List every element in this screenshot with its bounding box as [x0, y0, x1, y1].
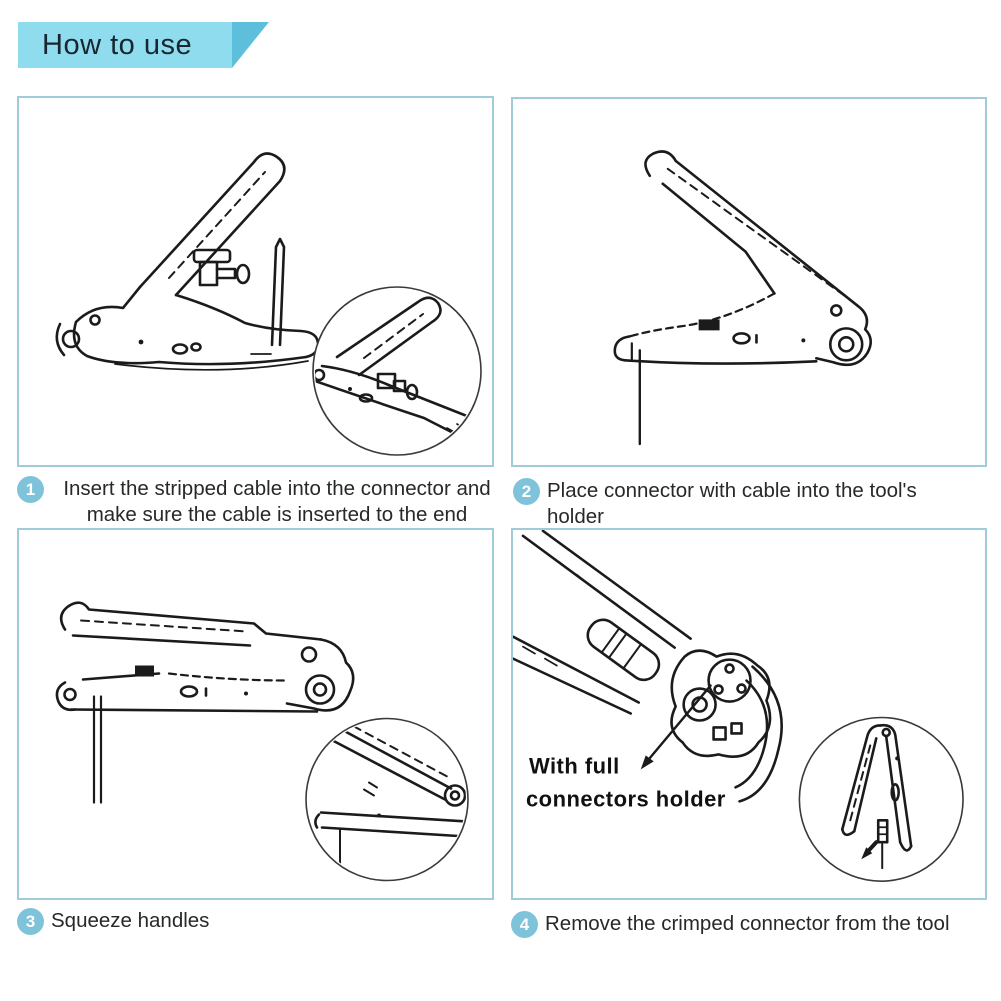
step-4: 4 Remove the crimped connector from the … [511, 911, 990, 938]
connector-in-channel [586, 618, 661, 682]
magnifier-inset-circle [312, 286, 482, 456]
step-1-text: Insert the stripped cable into the conne… [63, 477, 491, 526]
panel-step3-illustration [17, 528, 494, 900]
magnifier-inset-circle [305, 717, 469, 882]
step-4-text: Remove the crimped connector from the to… [545, 912, 950, 935]
step-3: 3 Squeeze handles [17, 908, 471, 935]
section-banner: How to use [18, 22, 232, 68]
step-1-number-badge: 1 [17, 476, 44, 503]
crimp-tool-open-drawing [55, 152, 482, 456]
crimp-tool-with-cable-drawing [613, 150, 872, 446]
pin-post [270, 237, 286, 347]
step-3-text: Squeeze handles [51, 909, 210, 932]
banner-fold-decoration [232, 22, 269, 68]
connectors-holder-label-line2: connectors holder [526, 786, 726, 811]
magnifier-inset-content [841, 723, 913, 870]
connector-plunger [192, 248, 251, 287]
step-3-number-badge: 3 [17, 908, 44, 935]
tool-head-closeup-drawing: With full connectors holder [513, 530, 964, 882]
tool-drawing [55, 152, 482, 456]
step-2-number-badge: 2 [513, 478, 540, 505]
connector-label-arrow [640, 684, 712, 770]
tool-drawing [613, 150, 872, 446]
panel-step2-illustration [511, 97, 987, 467]
step-1: 1 Insert the stripped cable into the con… [17, 476, 503, 528]
magnifier-inset-circle [798, 716, 964, 882]
tool-drawing [55, 601, 469, 882]
panel-step1-illustration [17, 96, 494, 467]
step-2-text: Place connector with cable into the tool… [547, 479, 917, 528]
step-2: 2 Place connector with cable into the to… [513, 478, 967, 530]
connectors-holder-label-line1: With full [529, 753, 620, 778]
crimp-tool-squeezed-drawing [55, 601, 469, 882]
magnifier-inset-content [314, 720, 466, 872]
page-title: How to use [42, 28, 193, 61]
magnifier-inset-content [315, 296, 479, 443]
tool-drawing: With full connectors holder [513, 530, 964, 882]
cable-line [92, 695, 103, 804]
panel-step4-illustration: With full connectors holder [511, 528, 987, 900]
step-4-number-badge: 4 [511, 911, 538, 938]
